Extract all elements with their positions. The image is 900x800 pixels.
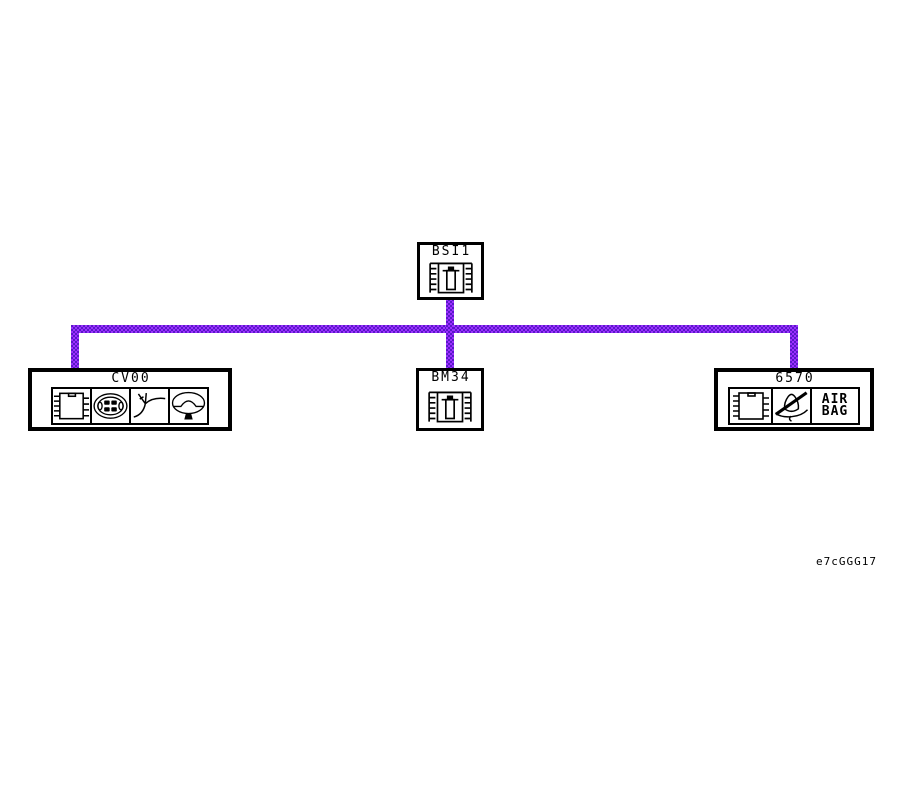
node-bsi1: BSI1 <box>417 242 484 300</box>
can-bus-horizontal-line <box>71 325 798 333</box>
node-6570-label: 6570 <box>775 371 815 386</box>
airbag-text-line1: AIR <box>821 392 849 407</box>
steering-wheel-icon <box>168 387 209 425</box>
node-bm34: BM34 <box>416 368 484 431</box>
ecu-connector-icon <box>427 259 475 297</box>
node-bsi1-label: BSI1 <box>431 244 472 259</box>
diagram-reference-code: e7cGGG17 <box>816 555 877 568</box>
node-cv00-label: CV00 <box>111 371 151 386</box>
can-bus-drop-to-cv00 <box>71 325 79 369</box>
airbag-text-line2: BAG <box>821 404 849 419</box>
chip-icon <box>728 387 773 425</box>
can-bus-drop-bsi1-to-bm34 <box>446 297 454 369</box>
seatbelt-icon <box>771 387 812 425</box>
node-6570: 6570 AIR BAG <box>714 368 874 431</box>
node-6570-icon-strip: AIR BAG <box>728 387 860 425</box>
column-stalk-icon <box>129 387 170 425</box>
control-pad-icon <box>90 387 131 425</box>
can-bus-drop-to-6570 <box>790 325 798 369</box>
node-bm34-label: BM34 <box>431 370 471 385</box>
chip-icon <box>51 387 92 425</box>
node-cv00-icon-strip <box>51 387 209 425</box>
airbag-label-cell: AIR BAG <box>810 387 860 425</box>
node-cv00: CV00 <box>28 368 232 431</box>
ecu-connector-icon <box>426 385 474 428</box>
